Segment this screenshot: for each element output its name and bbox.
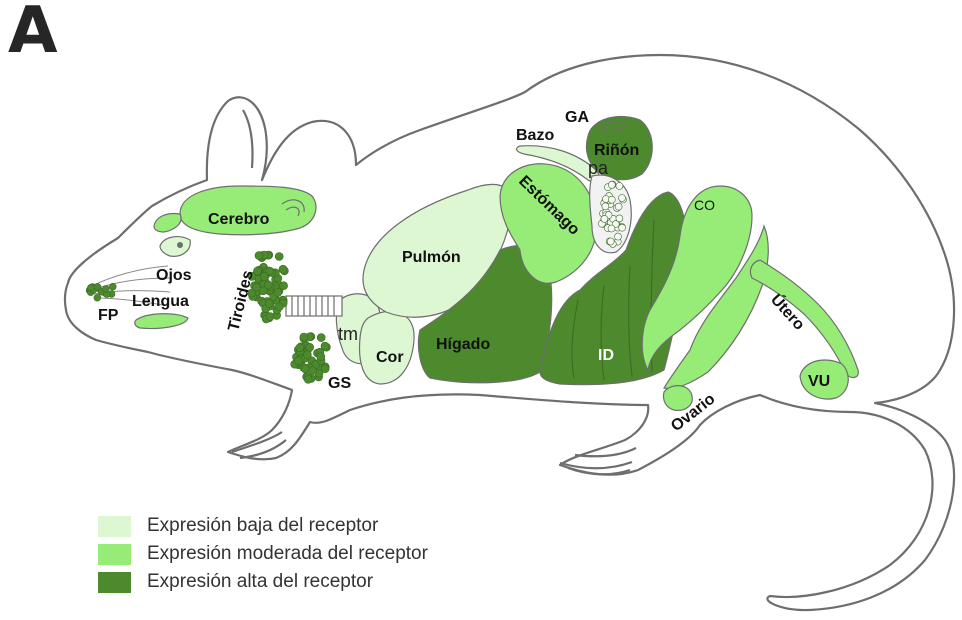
gland-cell xyxy=(274,288,282,296)
gland-cell xyxy=(608,225,615,232)
gland-cell xyxy=(619,224,626,231)
gland-cell xyxy=(619,195,626,202)
gland-cell xyxy=(260,273,268,281)
gland-cell xyxy=(303,351,311,359)
label-co: CO xyxy=(694,197,715,213)
label-id: ID xyxy=(598,347,614,364)
gland-cell xyxy=(304,375,312,383)
label-gs: GS xyxy=(328,375,351,392)
label-pulmon: Pulmón xyxy=(402,249,461,266)
gland-cell xyxy=(300,333,308,341)
gland-cell xyxy=(615,203,622,210)
label-rinon: Riñón xyxy=(594,142,639,159)
gland-cell xyxy=(301,365,309,373)
gland-cell xyxy=(109,283,116,290)
gland-cell xyxy=(266,313,274,321)
gland-cell xyxy=(306,343,314,351)
label-tm: tm xyxy=(338,324,358,344)
gland-cell xyxy=(295,357,303,365)
gland-cell xyxy=(275,303,283,311)
gland-cell xyxy=(601,215,608,222)
gland-cell xyxy=(317,334,325,342)
gland-cell xyxy=(265,299,273,307)
gland-cell xyxy=(88,284,95,291)
legend-swatch-moderate xyxy=(98,544,131,565)
gland-cell xyxy=(280,282,288,290)
legend-text-moderate: Expresión moderada del receptor xyxy=(147,543,428,565)
gland-cell xyxy=(296,344,304,352)
gland-cell xyxy=(616,215,623,222)
label-cerebro: Cerebro xyxy=(208,211,270,228)
gland-cell xyxy=(616,183,623,190)
label-lengua: Lengua xyxy=(132,293,189,310)
gland-cell xyxy=(321,365,329,373)
label-ga: GA xyxy=(565,109,589,126)
gland-cell xyxy=(321,342,329,350)
legend-text-high: Expresión alta del receptor xyxy=(147,571,373,593)
label-bazo: Bazo xyxy=(516,127,554,144)
legend-row-low: Expresión baja del receptor xyxy=(98,512,428,540)
legend-swatch-high xyxy=(98,572,131,593)
label-pa: pa xyxy=(588,158,609,178)
gland-cell xyxy=(607,238,614,245)
legend-row-moderate: Expresión moderada del receptor xyxy=(98,540,428,568)
gland-cell xyxy=(255,252,263,260)
gland-cell xyxy=(275,253,283,261)
label-vu: VU xyxy=(808,373,830,390)
label-cor: Cor xyxy=(376,349,404,366)
gland-cell xyxy=(309,367,317,375)
legend-swatch-low xyxy=(98,516,131,537)
gland-cell xyxy=(602,203,609,210)
gland-cell xyxy=(317,353,325,361)
gland-cell xyxy=(615,233,622,240)
gland-cell xyxy=(608,196,615,203)
gland-cell xyxy=(94,294,101,301)
legend-text-low: Expresión baja del receptor xyxy=(147,515,378,537)
legend-row-high: Expresión alta del receptor xyxy=(98,568,428,596)
gland-cell xyxy=(608,181,615,188)
label-ojos: Ojos xyxy=(156,267,192,284)
gland-cell xyxy=(279,265,287,273)
pupil xyxy=(177,242,183,248)
gland-cell xyxy=(103,286,110,293)
label-higado: Hígado xyxy=(436,336,490,353)
legend: Expresión baja del receptor Expresión mo… xyxy=(98,512,428,596)
label-fp: FP xyxy=(98,307,119,324)
